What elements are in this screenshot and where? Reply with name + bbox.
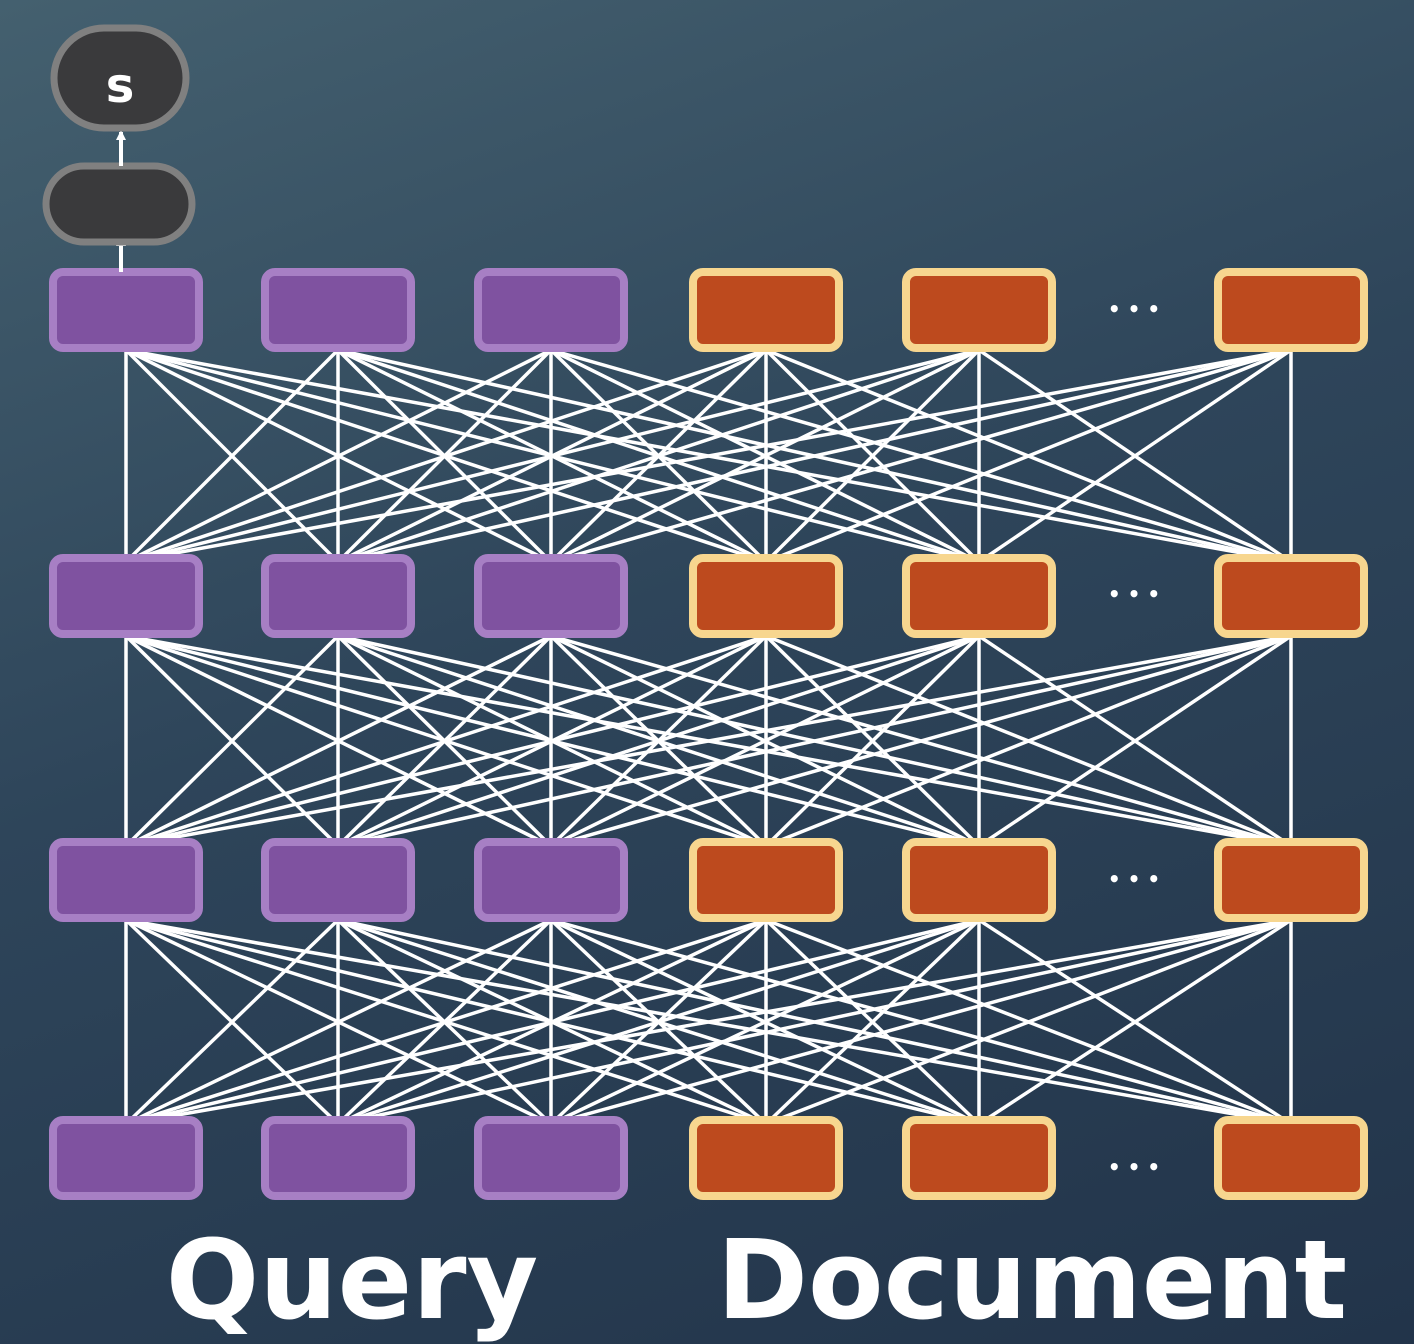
attention-edge <box>124 348 553 564</box>
query-token-node-l1-t1 <box>49 1116 203 1200</box>
attention-edge <box>764 918 1293 1126</box>
query-token-node-l3-t1 <box>49 554 203 638</box>
query-token-node-l1-t3 <box>474 1116 628 1200</box>
query-token-node-l3-t2 <box>261 554 415 638</box>
attention-edge <box>124 918 981 1126</box>
score-label: s <box>106 58 135 114</box>
token-nodes <box>49 268 1368 1200</box>
query-token-node-l2-t1 <box>49 838 203 922</box>
attention-edge <box>124 634 340 848</box>
attention-edge <box>977 348 1293 564</box>
score-node <box>50 24 190 132</box>
attention-edge <box>124 918 768 1126</box>
query-token-node-l2-t3 <box>474 838 628 922</box>
attention-edge <box>336 918 1293 1126</box>
attention-edge <box>336 348 981 564</box>
attention-edge <box>977 634 1293 848</box>
document-token-node-l2-t1 <box>689 838 843 922</box>
attention-edge <box>336 348 1293 564</box>
ellipsis-layer-1: • • • <box>1108 297 1160 321</box>
attention-edge <box>124 348 340 564</box>
document-token-node-l2-t2 <box>902 838 1056 922</box>
attention-edge <box>124 918 340 1126</box>
document-token-node-l1-t2 <box>902 1116 1056 1200</box>
document-token-node-l1-t3 <box>1214 1116 1368 1200</box>
attention-edges <box>124 348 1293 1126</box>
ellipsis-group: • • • • • • • • • • • • <box>1108 297 1160 1179</box>
attention-edge <box>336 634 1293 848</box>
attention-edge <box>549 348 981 564</box>
attention-edge <box>764 918 981 1126</box>
document-token-node-l4-t2 <box>902 268 1056 352</box>
document-token-node-l2-t3 <box>1214 838 1368 922</box>
attention-edge <box>977 918 1293 1126</box>
document-token-node-l3-t1 <box>689 554 843 638</box>
attention-edge <box>124 634 1293 848</box>
score-stack: s <box>42 24 196 272</box>
attention-edge <box>549 348 1293 564</box>
document-token-node-l4-t1 <box>689 268 843 352</box>
attention-edge <box>549 918 1293 1126</box>
document-label: Document <box>717 1216 1348 1344</box>
pooling-node <box>42 162 196 246</box>
ellipsis-layer-4: • • • <box>1108 1155 1160 1179</box>
query-token-node-l4-t2 <box>261 268 415 352</box>
document-token-node-l4-t3 <box>1214 268 1368 352</box>
attention-edge <box>124 634 981 848</box>
document-token-node-l3-t3 <box>1214 554 1368 638</box>
query-token-node-l2-t2 <box>261 838 415 922</box>
attention-edge <box>336 634 981 848</box>
attention-edge <box>336 918 981 1126</box>
attention-edge <box>124 348 1293 564</box>
query-label: Query <box>166 1216 538 1344</box>
attention-edge <box>549 634 1293 848</box>
document-token-node-l1-t1 <box>689 1116 843 1200</box>
attention-edge <box>124 348 981 564</box>
attention-edge <box>764 634 981 848</box>
query-token-node-l4-t3 <box>474 268 628 352</box>
ellipsis-layer-3: • • • <box>1108 867 1160 891</box>
query-token-node-l4-t1 <box>49 268 203 352</box>
query-token-node-l3-t3 <box>474 554 628 638</box>
attention-edge <box>764 634 1293 848</box>
attention-edge <box>764 348 981 564</box>
ellipsis-layer-2: • • • <box>1108 582 1160 606</box>
attention-edge <box>549 634 981 848</box>
query-token-node-l1-t2 <box>261 1116 415 1200</box>
attention-edge <box>124 634 553 848</box>
attention-edge <box>124 918 553 1126</box>
attention-edge <box>764 348 1293 564</box>
attention-edge <box>124 918 1293 1126</box>
document-token-node-l3-t2 <box>902 554 1056 638</box>
attention-edge <box>124 634 768 848</box>
attention-edge <box>124 348 768 564</box>
attention-edge <box>549 918 981 1126</box>
